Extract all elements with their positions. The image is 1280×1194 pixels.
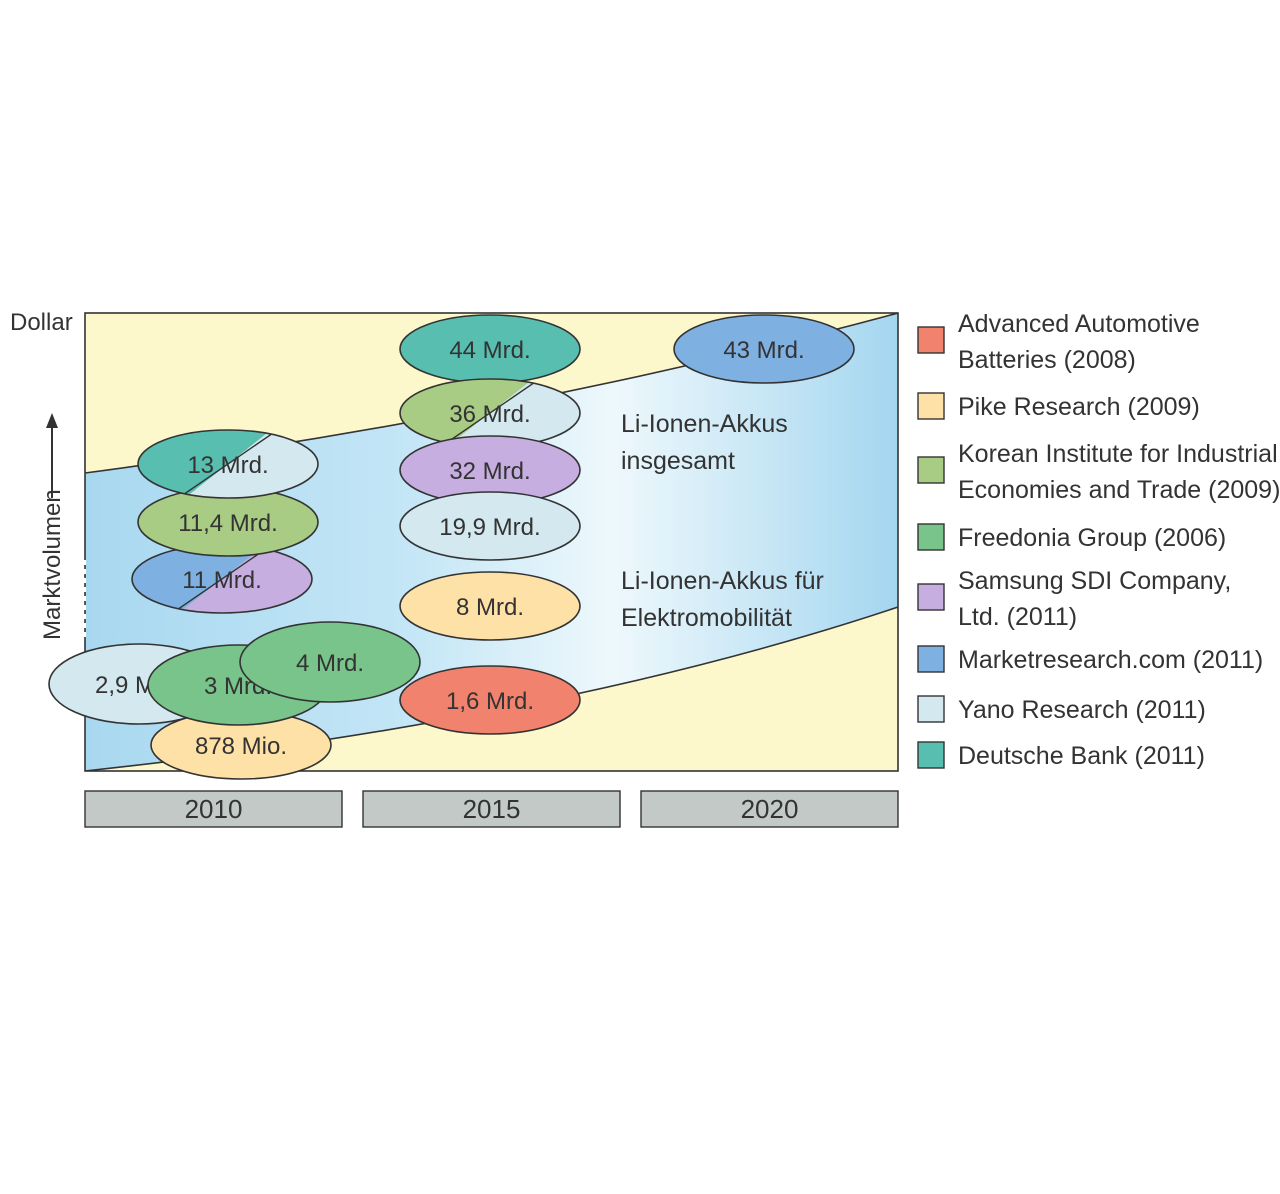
estimate-label: 878 Mio. [195, 733, 287, 760]
estimate-ellipse: 11 Mrd. [131, 544, 313, 614]
estimate-label: 32 Mrd. [449, 458, 530, 485]
region-label-total-line2: insgesamt [621, 447, 735, 475]
region-label-emobility: Li-Ionen-Akkus für Elektromobilität [621, 567, 831, 632]
estimate-label: 36 Mrd. [449, 401, 530, 428]
legend-label: Pike Research (2009) [958, 393, 1200, 421]
estimate-label: 43 Mrd. [723, 337, 804, 364]
ellipse-part [178, 430, 318, 498]
year-label: 2010 [185, 794, 243, 824]
estimate-label: 1,6 Mrd. [446, 688, 534, 715]
estimate-label: 44 Mrd. [449, 337, 530, 364]
ellipse-outline [137, 429, 319, 499]
ellipse-divider [178, 430, 278, 498]
legend-label: Deutsche Bank (2011) [958, 742, 1205, 770]
region-label-total: Li-Ionen-Akkus insgesamt [621, 410, 795, 475]
estimate-label: 13 Mrd. [187, 452, 268, 479]
ellipse-shape [399, 665, 581, 735]
estimate-ellipse: 11,4 Mrd. [137, 487, 319, 557]
estimate-label: 11 Mrd. [182, 567, 262, 594]
estimate-label: 19,9 Mrd. [439, 514, 540, 541]
estimate-ellipse: 36 Mrd. [399, 378, 581, 448]
legend-label-line: Pike Research (2009) [958, 393, 1200, 421]
legend-swatch [917, 326, 945, 354]
estimate-ellipse: 878 Mio. [150, 710, 332, 780]
estimate-label: 4 Mrd. [296, 650, 364, 677]
legend-label: Samsung SDI Company, Ltd. (2011) [958, 567, 1231, 631]
legend-swatch [917, 645, 945, 673]
estimate-ellipse: 19,9 Mrd. [399, 491, 581, 561]
legend-swatch [917, 392, 945, 420]
estimate-label: 8 Mrd. [456, 594, 524, 621]
estimate-label: 11,4 Mrd. [178, 510, 278, 537]
legend-label-line: Deutsche Bank (2011) [958, 742, 1205, 770]
legend-label-line: Batteries (2008) [958, 346, 1136, 374]
legend-swatch [917, 583, 945, 611]
ellipse-shape [239, 621, 421, 703]
legend-label: Freedonia Group (2006) [958, 524, 1226, 552]
ellipse-divider [172, 545, 272, 613]
legend-swatch [917, 523, 945, 551]
estimate-ellipse: 13 Mrd. [137, 429, 319, 499]
estimate-ellipse: 1,6 Mrd. [399, 665, 581, 735]
legend-label-line: Freedonia Group (2006) [958, 524, 1226, 552]
legend-label: Yano Research (2011) [958, 696, 1206, 724]
year-label: 2020 [741, 794, 799, 824]
region-label-emobility-line1: Li-Ionen-Akkus für [621, 567, 824, 595]
unit-label: Dollar [10, 309, 73, 336]
x-axis-categories: 2010 2015 2020 [84, 790, 899, 828]
legend-label-line: Ltd. (2011) [958, 603, 1077, 631]
region-label-total-line1: Li-Ionen-Akkus [621, 410, 788, 438]
y-axis-arrow-icon [46, 413, 58, 428]
ellipse-part [138, 430, 278, 498]
ellipse-shape [673, 314, 855, 384]
legend-swatch [917, 456, 945, 484]
legend-label-line: Advanced Automotive [958, 310, 1200, 338]
legend-label-line: Yano Research (2011) [958, 696, 1206, 724]
legend-label-line: Economies and Trade (2009) [958, 476, 1280, 504]
legend-label-line: Marketresearch.com (2011) [958, 646, 1263, 674]
y-axis-label: Marktvolumen [39, 489, 66, 640]
year-box [640, 790, 899, 828]
ellipse-part [440, 379, 580, 447]
estimate-ellipse: 32 Mrd. [399, 435, 581, 505]
ellipse-shape [399, 571, 581, 641]
ellipse-part [132, 545, 272, 613]
ellipse-divider [440, 379, 540, 447]
estimate-ellipse: 43 Mrd. [673, 314, 855, 384]
year-label: 2015 [463, 794, 521, 824]
legend-label-line: Samsung SDI Company, [958, 567, 1231, 595]
estimate-ellipse: 44 Mrd. [399, 314, 581, 384]
ellipse-part [400, 379, 540, 447]
ellipse-part [172, 545, 312, 613]
legend-label: Marketresearch.com (2011) [958, 646, 1263, 674]
legend-label-line: Korean Institute for Industrial [958, 440, 1278, 468]
estimate-ellipse: 8 Mrd. [399, 571, 581, 641]
legend-swatch [917, 741, 945, 769]
region-label-emobility-line2: Elektromobilität [621, 604, 792, 632]
ellipse-shape [399, 491, 581, 561]
year-box [362, 790, 621, 828]
plot-frame [84, 312, 899, 772]
estimate-ellipse: 4 Mrd. [239, 621, 421, 703]
estimate-ellipses: 44 Mrd. 36 Mrd. 32 Mrd. 19,9 Mrd. 8 Mrd. 1,6 … [48, 314, 855, 780]
legend-swatch [917, 695, 945, 723]
year-box [84, 790, 343, 828]
